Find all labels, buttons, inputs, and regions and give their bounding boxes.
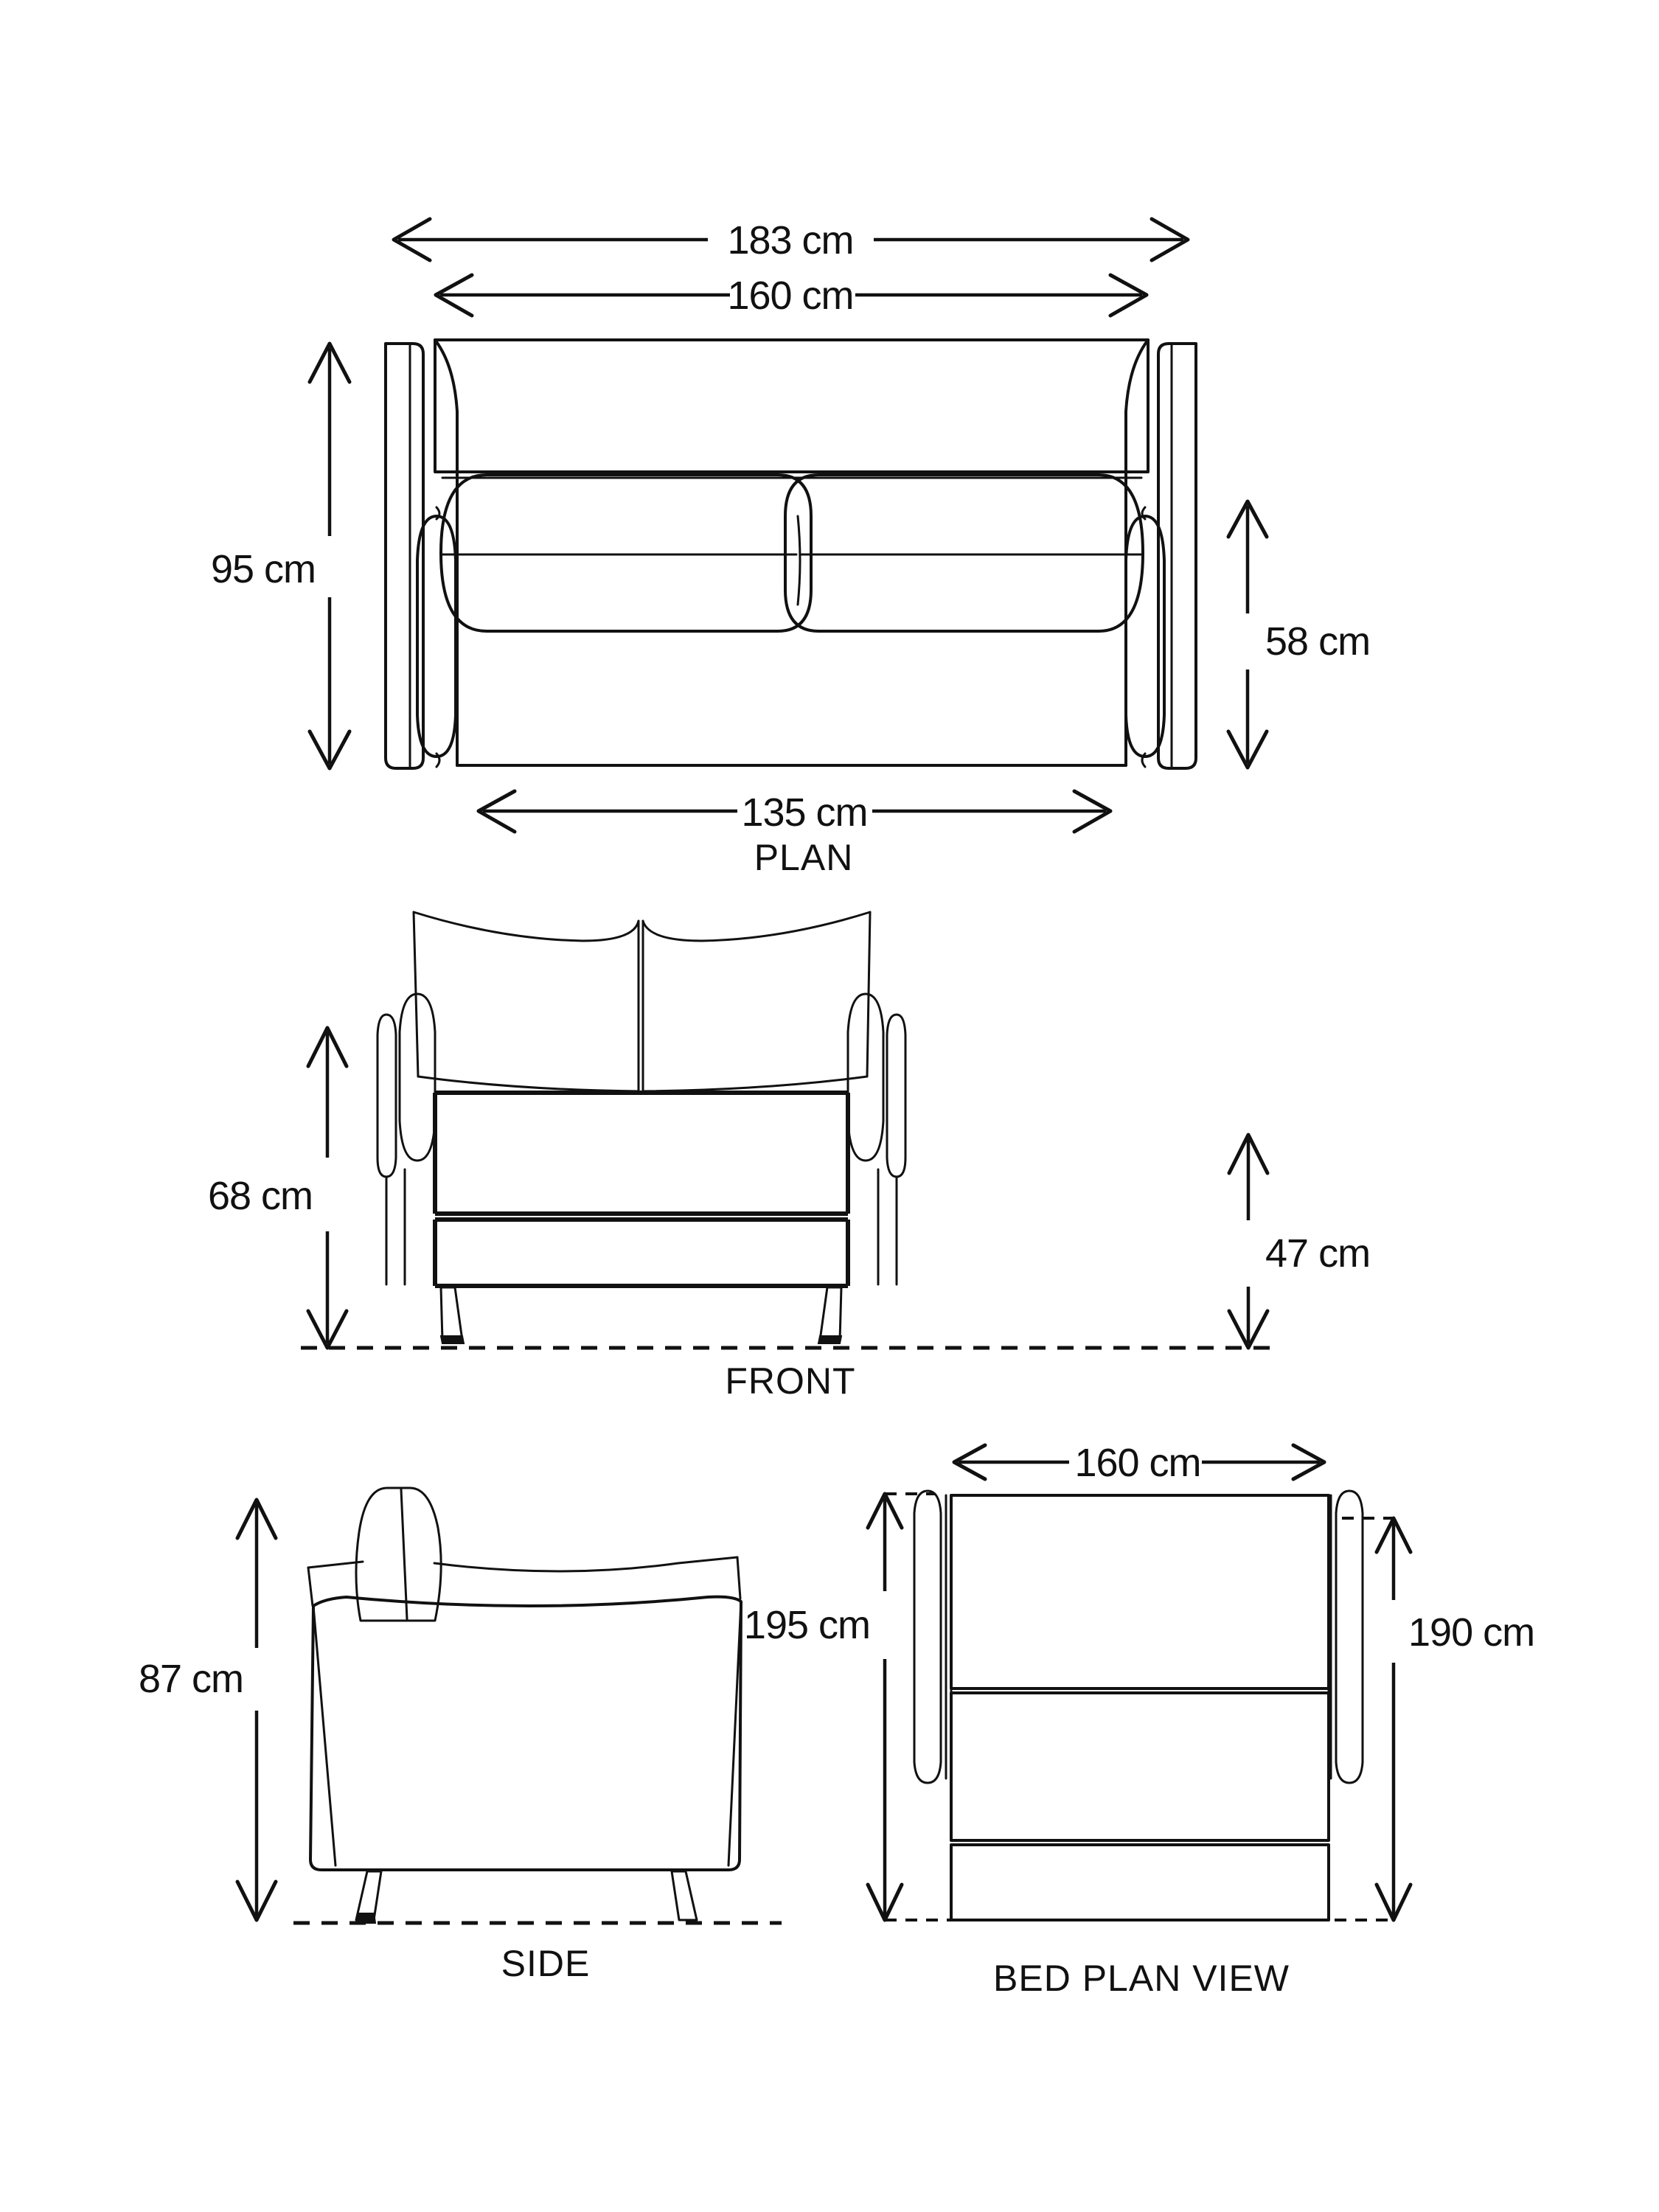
side-back-cushion-seam <box>400 1488 408 1621</box>
front-right-back-cushion-bottom <box>641 1075 869 1093</box>
arrowhead-left-icon <box>392 217 432 262</box>
bed-plan-view-label: BED PLAN VIEW <box>993 1958 1290 1999</box>
arrowhead-up-icon <box>307 341 352 384</box>
bed-width-dimension <box>952 1443 1326 1481</box>
front-left-leg <box>439 1286 464 1342</box>
front-arm-height-label: 47 cm <box>1265 1231 1370 1276</box>
arrowhead-left-icon <box>434 273 474 318</box>
bed-length-inner-label: 190 cm <box>1408 1610 1534 1655</box>
plan-seat-depth-dimension <box>1226 499 1269 770</box>
plan-cushion-seam <box>796 515 801 606</box>
front-left-arm-outer <box>376 1013 397 1178</box>
front-right-leg-foot <box>817 1335 843 1344</box>
bed-length-outer-dimension <box>866 1492 951 1922</box>
plan-left-arm-notch-top <box>435 506 441 521</box>
front-right-arm-bolster <box>846 992 885 1162</box>
bed-plan-view-group: 160 cm 195 cm 190 cm BED PLAN VIEW <box>744 1441 1535 1999</box>
plan-seat-width-dimension <box>476 789 1113 834</box>
front-left-leg-foot <box>439 1335 465 1344</box>
plan-body-left-wall <box>434 338 459 767</box>
plan-overall-width-label: 183 cm <box>727 218 853 262</box>
side-back-cushion <box>355 1486 442 1622</box>
side-back-rail-right-edge <box>736 1556 742 1600</box>
arrowhead-right-icon <box>1291 1443 1326 1481</box>
plan-left-arm-outer <box>384 342 425 770</box>
plan-right-arm-bolster <box>1124 515 1166 758</box>
arrowhead-up-icon <box>1227 1133 1270 1175</box>
front-back-height-label: 68 cm <box>208 1174 313 1218</box>
side-total-height-dimension <box>235 1498 278 1922</box>
arrowhead-up-icon <box>235 1498 278 1540</box>
bed-section-head <box>950 1494 1330 1690</box>
arrowhead-right-icon <box>1150 217 1190 262</box>
front-left-back-cushion-bottom <box>417 1075 640 1093</box>
arrowhead-left-icon <box>952 1443 987 1481</box>
plan-right-arm-notch-top <box>1141 506 1147 521</box>
arrowhead-right-icon <box>1108 273 1149 318</box>
arrowhead-right-icon <box>1072 789 1113 834</box>
plan-seat-width-label: 135 cm <box>741 790 867 835</box>
plan-seat-depth-label: 58 cm <box>1265 619 1370 664</box>
front-right-back-cushion-top <box>641 911 872 942</box>
side-body-back-taper <box>727 1600 742 1867</box>
plan-backrest-band <box>434 338 1150 473</box>
plan-right-arm-notch-bottom <box>1141 752 1147 768</box>
arrowhead-down-icon <box>307 729 352 771</box>
bed-section-middle <box>950 1691 1330 1842</box>
side-back-rail-right <box>433 1556 739 1573</box>
plan-left-arm-notch-bottom <box>435 752 441 768</box>
bed-left-arm <box>913 1489 942 1784</box>
plan-overall-width-dimension <box>392 217 1190 262</box>
plan-view-label: PLAN <box>754 837 854 878</box>
plan-body-right-wall <box>1124 338 1150 767</box>
arrowhead-down-icon <box>1374 1882 1413 1922</box>
front-back-height-dimension <box>306 1026 349 1350</box>
plan-right-seat-cushion <box>784 473 1144 633</box>
side-body-front-taper <box>312 1604 337 1867</box>
side-view-label: SIDE <box>501 1943 591 1984</box>
side-back-rail-left-edge <box>307 1566 314 1607</box>
bed-length-inner-dimension <box>1335 1516 1413 1922</box>
plan-right-arm-outer <box>1157 342 1197 770</box>
bed-right-arm <box>1335 1489 1364 1784</box>
side-back-rail-left <box>307 1560 364 1569</box>
arrowhead-down-icon <box>235 1879 278 1922</box>
front-view-label: FRONT <box>725 1360 855 1402</box>
front-view-group: 68 cm 47 cm FRONT <box>208 911 1371 1402</box>
arrowhead-up-icon <box>1226 499 1269 539</box>
plan-inner-width-dimension <box>434 273 1149 318</box>
side-view-group: 87 cm SIDE <box>139 1486 782 1984</box>
front-right-arm-outer <box>886 1013 907 1178</box>
plan-depth-label: 95 cm <box>211 547 316 591</box>
side-body-outline <box>309 1595 742 1871</box>
front-right-leg <box>818 1286 843 1342</box>
bed-width-label: 160 cm <box>1074 1441 1200 1485</box>
front-left-back-cushion-top <box>412 911 640 942</box>
side-back-leg <box>670 1870 698 1921</box>
arrowhead-down-icon <box>306 1309 349 1350</box>
plan-left-arm-bolster <box>416 515 457 758</box>
arrowhead-down-icon <box>1227 1309 1270 1350</box>
side-total-height-label: 87 cm <box>139 1657 243 1701</box>
bed-section-foot <box>950 1843 1330 1921</box>
plan-inner-width-label: 160 cm <box>727 274 853 318</box>
side-front-leg-foot <box>355 1913 377 1924</box>
arrowhead-left-icon <box>476 789 517 834</box>
bed-length-outer-label: 195 cm <box>744 1603 870 1647</box>
arrowhead-down-icon <box>1226 729 1269 770</box>
front-arm-height-dimension <box>1227 1133 1270 1350</box>
front-left-arm-bolster <box>398 992 437 1162</box>
arrowhead-up-icon <box>306 1026 349 1068</box>
plan-depth-dimension <box>307 341 352 771</box>
plan-view-group: 183 cm 160 cm 95 cm 58 cm 135 cm PLAN <box>211 217 1371 878</box>
plan-left-seat-cushion <box>439 473 813 633</box>
